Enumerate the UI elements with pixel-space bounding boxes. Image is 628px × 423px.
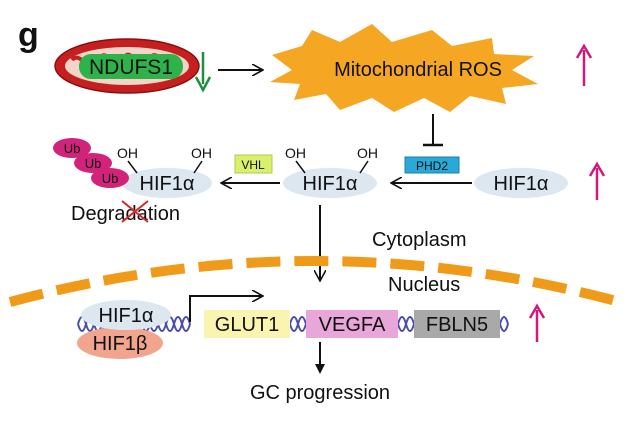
degradation-label: Degradation (71, 203, 180, 225)
up-arrow-icon (588, 161, 606, 200)
oh-bond (127, 160, 138, 174)
up-arrow-icon (575, 43, 593, 86)
oh-label: OH (285, 145, 306, 161)
ndufs1-label: NDUFS1 (89, 56, 173, 79)
svg-text:Ub: Ub (64, 141, 81, 156)
ubiquitin-chain: Ub Ub Ub (53, 138, 129, 188)
hif1a-left-label: HIF1α (140, 173, 195, 195)
hif1a-middle-ellipse (283, 168, 377, 198)
nucleus-label: Nucleus (388, 274, 460, 296)
oh-label: OH (117, 145, 138, 161)
nuclear-membrane (8, 256, 622, 307)
oh-label: OH (191, 145, 212, 161)
oh-bond (295, 160, 306, 174)
hif1a-right-ellipse (474, 168, 568, 198)
ros-burst-shape (270, 24, 538, 112)
gene-label: GLUT1 (215, 314, 279, 336)
inhibition-ros-phd2 (423, 114, 443, 147)
phd2-box (404, 156, 460, 174)
hif1a-left-ellipse (122, 168, 212, 198)
hif1a-nuclear-ellipse (81, 300, 171, 330)
svg-text:Ub: Ub (102, 171, 119, 186)
gene-box-glut1 (204, 310, 290, 338)
cross-icon (121, 200, 149, 223)
oh-bond (193, 160, 203, 174)
hif1b-ellipse (77, 327, 163, 359)
phd2-label: PHD2 (416, 159, 448, 173)
ndufs1-box (79, 54, 183, 79)
gene-box-fbln5 (414, 310, 500, 338)
ros-label: Mitochondrial ROS (334, 59, 502, 81)
hif1a-nuclear-label: HIF1α (99, 305, 154, 327)
hif1b-label: HIF1β (93, 333, 148, 355)
outcome-label: GC progression (250, 382, 390, 404)
transcription-arrow (189, 296, 262, 322)
oh-label: OH (357, 145, 378, 161)
panel-letter: g (18, 16, 39, 54)
gene-label: VEGFA (319, 314, 386, 336)
vhl-box (234, 154, 273, 174)
up-arrow-icon (528, 303, 546, 342)
hif1a-right-label: HIF1α (494, 173, 549, 195)
gene-box-vegfa (306, 310, 398, 338)
oh-bond (359, 160, 369, 174)
hif1a-middle-label: HIF1α (303, 173, 358, 195)
svg-text:Ub: Ub (85, 156, 102, 171)
down-arrow-icon (194, 52, 212, 93)
gene-label: FBLN5 (426, 314, 488, 336)
cytoplasm-label: Cytoplasm (372, 229, 466, 251)
vhl-label: VHL (241, 158, 265, 172)
